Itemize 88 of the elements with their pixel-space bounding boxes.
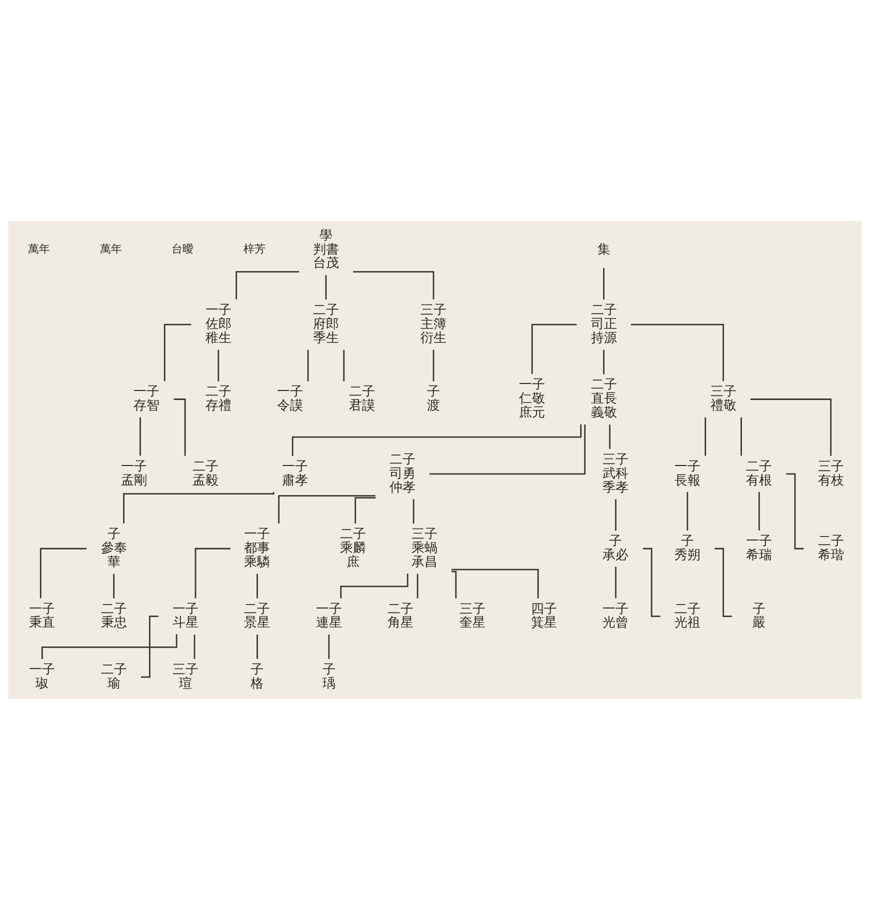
- connector: [328, 634, 330, 659]
- node-text: 三子 瑄: [172, 662, 199, 692]
- node-text: 三子 奎星: [459, 602, 486, 631]
- node-text: 二子 角星: [388, 602, 414, 631]
- node-text: 三子 主簿 衍生: [420, 303, 447, 346]
- label: 萬年: [100, 242, 122, 256]
- node-text: 一子 希瑞: [746, 534, 772, 563]
- node-text: 子 渡: [427, 384, 440, 414]
- node-text: 二子 景星: [244, 602, 270, 631]
- label: 台曖: [172, 242, 194, 256]
- connector: [531, 324, 577, 374]
- connector: [630, 324, 724, 382]
- node-text: 集: [597, 242, 610, 258]
- node-text: 子 秀朔: [674, 534, 700, 563]
- connector: [194, 548, 230, 598]
- node-text: 四子 箕星: [531, 602, 558, 631]
- connector: [218, 350, 220, 382]
- node-text: 二子 瑜: [100, 662, 127, 692]
- node-text: 三子 武科 季孝: [602, 452, 629, 496]
- connector: [609, 424, 610, 449]
- connector: [740, 417, 742, 456]
- connector: [430, 424, 586, 475]
- connector: [113, 574, 115, 598]
- connector: [704, 417, 706, 456]
- connector: [40, 548, 87, 598]
- connector: [354, 497, 376, 524]
- node-text: 二子 司勇 仲孝: [390, 452, 416, 496]
- connector: [353, 271, 434, 300]
- node-text: 二子 希瑎: [818, 534, 844, 563]
- connector: [123, 492, 274, 524]
- node-text: 二子 有根: [746, 459, 772, 488]
- node-text: 三子 乘蝸 承昌: [412, 527, 438, 570]
- node-text: 一子 斗星: [172, 602, 199, 631]
- node-text: 一子 存智: [134, 384, 160, 414]
- connector: [343, 350, 345, 382]
- node-text: 一子 令謨: [277, 384, 304, 414]
- connector: [278, 495, 376, 524]
- node-text: 一子 肅孝: [282, 459, 308, 488]
- node-text: 三子 禮敬: [710, 384, 736, 414]
- node-text: 二子 乘麟 庶: [340, 527, 366, 570]
- connector: [452, 570, 457, 598]
- node-text: 子 承必: [602, 534, 629, 563]
- node-text: 二子 存禮: [205, 384, 232, 414]
- node-text: 一子 孟剛: [120, 459, 147, 488]
- connector: [615, 499, 616, 531]
- node-text: 二子 直長 義敬: [590, 378, 617, 421]
- connector: [750, 398, 832, 456]
- connector: [603, 350, 604, 374]
- node-text: 三子 有枝: [818, 459, 844, 488]
- node-text: 二子 孟毅: [192, 459, 218, 488]
- node-text: 子 參奉 華: [100, 527, 127, 570]
- node-text: 一子 秉直: [29, 602, 56, 631]
- node-text: 子 嚴: [752, 602, 766, 631]
- connector: [292, 424, 582, 456]
- label: 萬年: [28, 242, 50, 256]
- node-text: 子 格: [250, 662, 264, 692]
- connector: [174, 398, 186, 456]
- node-text: 一子 連星: [316, 602, 342, 631]
- label: 梓芳: [243, 242, 266, 256]
- connector: [416, 574, 418, 598]
- node-text: 二子 秉忠: [100, 602, 127, 631]
- node-text: 二子 府郎 季生: [312, 303, 339, 346]
- node-text: 二子 光祖: [674, 602, 700, 631]
- node-text: 子 瑀: [322, 662, 336, 692]
- node-text: 一子 仁敬 庶元: [519, 378, 546, 421]
- connector: [325, 275, 327, 300]
- connector: [603, 268, 604, 300]
- connector: [194, 634, 196, 659]
- connector: [164, 324, 192, 382]
- node-text: 二子 君謨: [348, 384, 375, 414]
- connector: [432, 350, 434, 382]
- node-text: 一子 光曾: [602, 602, 629, 631]
- connector: [140, 417, 141, 456]
- node-text: 學 判書 台茂: [312, 228, 339, 272]
- connector: [307, 350, 309, 382]
- node-text: 一子 都事 乘驎: [244, 527, 270, 570]
- connector: [615, 566, 616, 598]
- node-text: 一子 佐郎 稚生: [205, 303, 232, 346]
- connector: [451, 568, 539, 598]
- node-text: 二子 司正 持源: [590, 303, 617, 346]
- connector: [686, 492, 688, 530]
- connector: [758, 492, 760, 530]
- node-text: 一子 長報: [674, 459, 700, 488]
- connector: [256, 634, 258, 659]
- connector: [236, 271, 300, 300]
- node-text: 一子 琡: [29, 662, 56, 692]
- connector: [412, 499, 414, 524]
- connector: [256, 574, 258, 598]
